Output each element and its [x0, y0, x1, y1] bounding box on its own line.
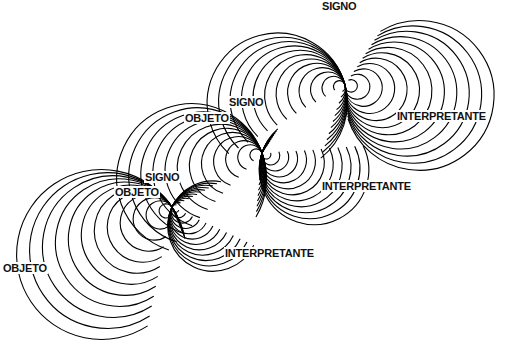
concept-label: INTERPRETANTE: [396, 110, 487, 122]
concept-label: OBJETO: [184, 112, 230, 124]
concept-label: INTERPRETANTE: [224, 247, 315, 259]
concept-label: SIGNO: [228, 96, 264, 108]
arc-fan: [153, 166, 273, 286]
concept-label: OBJETO: [2, 262, 48, 274]
arc-fan: [335, 11, 504, 180]
concept-label: SIGNO: [321, 0, 357, 12]
concept-label: SIGNO: [144, 171, 180, 183]
arc-fan: [96, 83, 288, 275]
concept-label: OBJETO: [114, 186, 160, 198]
arc-fan: [191, 17, 363, 189]
concept-label: INTERPRETANTE: [321, 180, 412, 192]
